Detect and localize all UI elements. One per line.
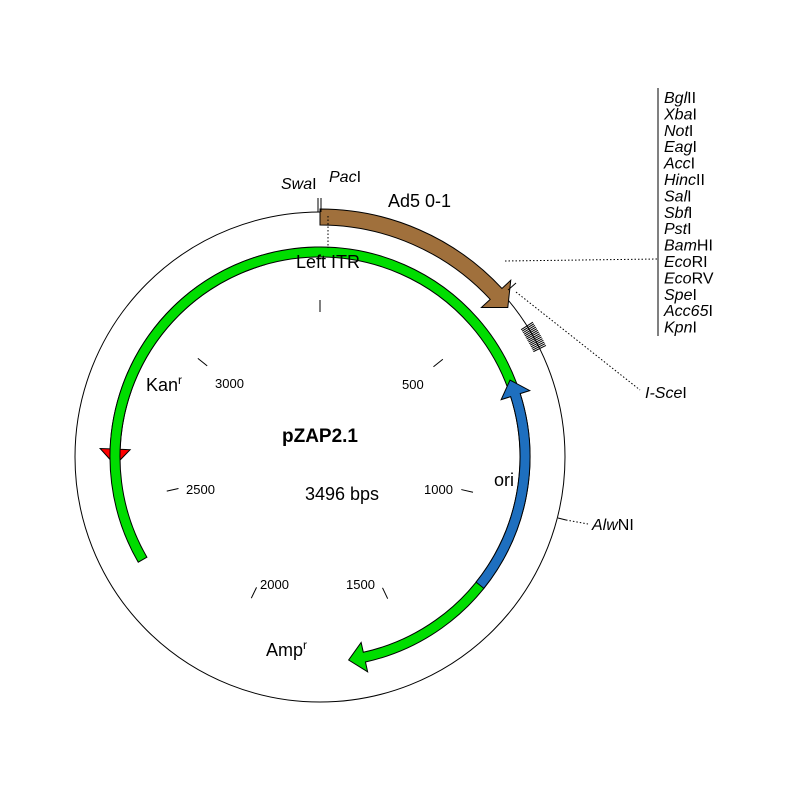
mcs-site-label: Acc65I bbox=[663, 303, 713, 320]
mcs-site-ticks bbox=[520, 321, 547, 353]
mcs-site-label: PstI bbox=[664, 221, 692, 238]
tick-label-500: 500 bbox=[402, 377, 424, 392]
plasmid-name: pZAP2.1 bbox=[282, 426, 358, 447]
feature-kan-arrow bbox=[98, 254, 266, 466]
tick-mark-1500 bbox=[382, 587, 389, 599]
mcs-site-tick bbox=[529, 336, 542, 345]
mcs-site-tick bbox=[532, 343, 546, 351]
site-label-alwni: AlwNI bbox=[591, 517, 634, 534]
mcs-leader bbox=[504, 258, 659, 262]
tick-marks bbox=[166, 300, 474, 599]
mcs-site-label: SbfI bbox=[664, 205, 692, 222]
feature-amp-arrow bbox=[109, 246, 531, 673]
mcs-site-tick bbox=[520, 321, 534, 331]
mcs-site-label: BamHI bbox=[664, 238, 713, 255]
mcs-site-label: EagI bbox=[664, 139, 697, 156]
site-group-top: SwaI PacI bbox=[281, 169, 361, 248]
feature-label-kan: Kanr bbox=[146, 373, 182, 395]
tick-label-1000: 1000 bbox=[424, 482, 453, 497]
tick-mark-3000 bbox=[197, 357, 208, 367]
mcs-site-label: BglII bbox=[664, 90, 696, 107]
feature-label-amp: Ampr bbox=[266, 638, 307, 660]
tick-label-3000: 3000 bbox=[215, 376, 244, 391]
tick-mark-2000 bbox=[250, 587, 258, 599]
mcs-site-tick bbox=[533, 344, 547, 353]
alwni-leader bbox=[565, 519, 589, 525]
mcs-site-label: AccI bbox=[663, 156, 695, 173]
site-tick-scei bbox=[507, 282, 517, 291]
mcs-site-label: NotI bbox=[664, 123, 693, 140]
mcs-site-tick bbox=[522, 325, 536, 334]
mcs-site-tick bbox=[525, 329, 539, 338]
mcs-site-tick bbox=[523, 326, 537, 335]
mcs-site-tick bbox=[526, 331, 540, 340]
mcs-site-label: HincII bbox=[664, 172, 705, 189]
feature-ad5-arrow bbox=[319, 208, 512, 309]
tick-mark-500 bbox=[433, 358, 444, 368]
site-label-scei: I-SceI bbox=[645, 385, 687, 402]
mcs-site-tick bbox=[529, 338, 543, 346]
mcs-site-tick bbox=[530, 339, 544, 348]
site-label-swai: SwaI bbox=[281, 176, 317, 193]
mcs-site-label: SpeI bbox=[664, 287, 697, 304]
mcs-site-label: SalI bbox=[664, 188, 692, 205]
tick-label-2000: 2000 bbox=[260, 577, 289, 592]
mcs-site-label: EcoRV bbox=[664, 270, 714, 287]
mcs-site-tick bbox=[521, 323, 535, 332]
mcs-site-tick bbox=[524, 328, 538, 337]
mcs-site-tick bbox=[528, 334, 541, 343]
feature-label-ori: ori bbox=[494, 470, 514, 490]
mcs-site-tick bbox=[531, 341, 545, 349]
tick-mark-1000 bbox=[461, 489, 474, 493]
tick-label-2500: 2500 bbox=[186, 482, 215, 497]
feature-ori-arrow bbox=[475, 379, 532, 590]
mcs-site-label: XbaI bbox=[663, 106, 697, 123]
feature-label-left-itr: Left ITR bbox=[296, 252, 360, 272]
tick-label-1500: 1500 bbox=[346, 577, 375, 592]
feature-label-ad5: Ad5 0-1 bbox=[388, 191, 451, 211]
tick-mark-2500 bbox=[166, 488, 179, 492]
mcs-site-label: EcoRI bbox=[664, 254, 708, 271]
mcs-site-list: BglIIXbaINotIEagIAccIHincIISalISbfIPstIB… bbox=[663, 90, 714, 337]
plasmid-size: 3496 bps bbox=[305, 484, 379, 504]
mcs-site-label: KpnI bbox=[664, 320, 697, 337]
site-tick-alwni bbox=[557, 517, 567, 521]
site-label-paci: PacI bbox=[329, 169, 361, 186]
mcs-site-tick bbox=[527, 333, 540, 341]
